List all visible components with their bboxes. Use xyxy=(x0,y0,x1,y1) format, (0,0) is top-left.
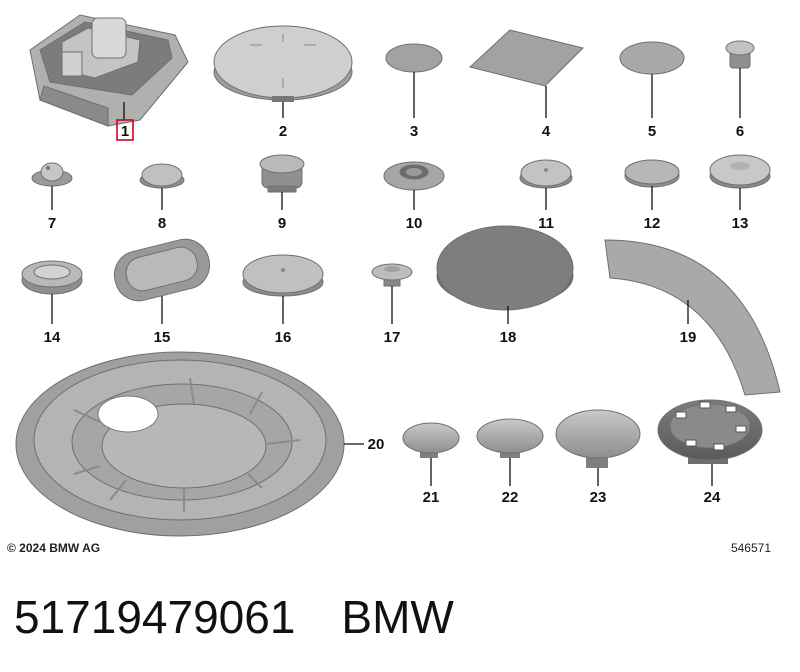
part-6-small-plug xyxy=(725,40,755,69)
part-5-round-patch xyxy=(619,41,685,75)
callout-22: 22 xyxy=(502,489,519,506)
part-1-highlight-box xyxy=(116,119,134,141)
callout-3: 3 xyxy=(410,123,418,140)
part-21-clip-plug xyxy=(402,422,460,458)
part-9-plug-cap xyxy=(259,154,305,193)
callout-8: 8 xyxy=(158,215,166,232)
callout-1: 1 xyxy=(121,123,129,140)
part-3-round-patch xyxy=(385,43,443,73)
callout-21: 21 xyxy=(423,489,440,506)
callout-23: 23 xyxy=(590,489,607,506)
callout-9: 9 xyxy=(278,215,286,232)
callout-14: 14 xyxy=(44,329,61,346)
part-10-ring-grommet xyxy=(383,161,445,191)
caption: 51719479061 BMW xyxy=(14,590,500,644)
part-8-blind-plug xyxy=(139,163,185,189)
part-14-ring-grommet xyxy=(21,260,83,295)
part-20-spare-wheel-cover xyxy=(15,351,345,537)
part-22-clip-plug xyxy=(476,418,544,458)
callout-24: 24 xyxy=(704,489,721,506)
brand-name: BMW xyxy=(341,591,454,643)
drawing-number: 546571 xyxy=(730,541,771,555)
part-number: 51719479061 xyxy=(14,591,296,643)
callout-10: 10 xyxy=(406,215,423,232)
parts-diagram: 1 2 3 4 5 6 7 8 9 10 11 12 13 14 15 16 1… xyxy=(15,14,781,537)
part-13-blind-plug xyxy=(709,154,771,189)
part-11-blind-plug xyxy=(519,159,573,189)
callout-20: 20 xyxy=(368,436,385,453)
callout-17: 17 xyxy=(384,329,401,346)
part-18-round-pad xyxy=(436,225,574,311)
part-2-large-round-cover xyxy=(213,25,353,102)
part-16-blind-plug xyxy=(242,254,324,297)
part-17-small-grommet xyxy=(371,263,413,287)
callout-4: 4 xyxy=(542,123,551,140)
callout-19: 19 xyxy=(680,329,697,346)
part-4-square-pad xyxy=(468,29,584,87)
callout-12: 12 xyxy=(644,215,661,232)
copyright-notice: © 2024 BMW AG xyxy=(7,541,101,555)
part-23-clip-plug xyxy=(555,409,641,468)
callout-7: 7 xyxy=(48,215,56,232)
callout-13: 13 xyxy=(732,215,749,232)
part-1-jack-pad xyxy=(29,14,189,127)
callout-2: 2 xyxy=(279,123,287,140)
part-24-vent-cap xyxy=(657,399,763,464)
callout-6: 6 xyxy=(736,123,744,140)
callout-15: 15 xyxy=(154,329,171,346)
part-12-blind-plug xyxy=(624,159,680,188)
part-15-oval-plug xyxy=(113,238,211,302)
callout-16: 16 xyxy=(275,329,292,346)
part-19-curved-strip xyxy=(604,239,781,396)
callout-11: 11 xyxy=(538,215,554,232)
callout-5: 5 xyxy=(648,123,656,140)
callout-18: 18 xyxy=(500,329,517,346)
part-7-grommet xyxy=(31,162,73,187)
